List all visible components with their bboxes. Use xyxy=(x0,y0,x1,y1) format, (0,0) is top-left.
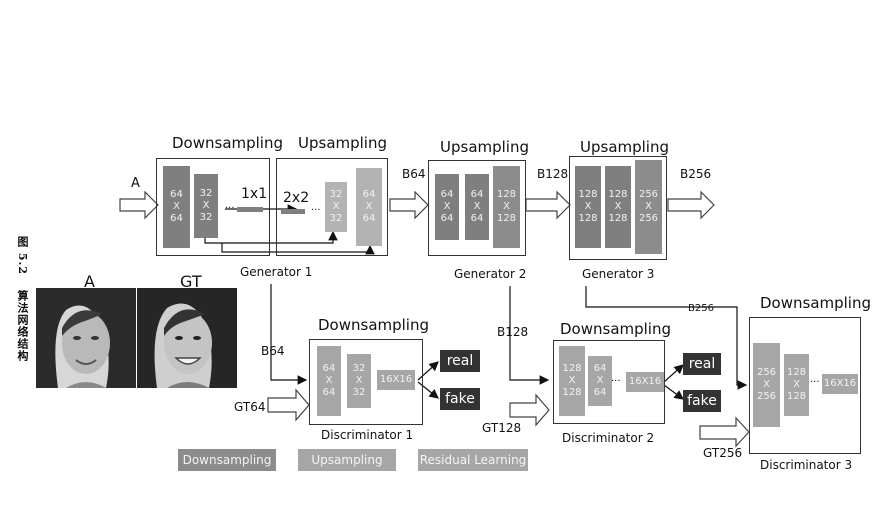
generator1-dots-right: ··· xyxy=(311,205,321,216)
discriminator2-real-output: real xyxy=(683,353,721,375)
generator1-upsampling-title: Upsampling xyxy=(298,134,388,152)
discriminator2-input-gt-label: GT128 xyxy=(482,421,522,435)
figure-title: 算法网络结构 xyxy=(16,289,29,362)
discriminator2-dots: ··· xyxy=(611,376,621,387)
legend-upsampling: Upsampling xyxy=(298,449,396,471)
discriminator1-caption: Discriminator 1 xyxy=(321,428,414,442)
generator3-output-label: B256 xyxy=(680,167,712,181)
generator2-output-label: B128 xyxy=(537,167,569,181)
generator3-title: Upsampling xyxy=(580,138,670,156)
figure-side-caption: 图 5.2 算法网络结构 xyxy=(8,236,30,406)
discriminator3-box xyxy=(749,317,861,454)
photo-a-label: A xyxy=(84,272,95,291)
discriminator3-block-3: 16X16 xyxy=(822,374,858,394)
discriminator3-input-b-label: B256 xyxy=(688,303,714,314)
legend-downsampling: Downsampling xyxy=(178,449,276,471)
generator1-2x2-label: 2x2 xyxy=(283,190,310,206)
discriminator1-real-output: real xyxy=(440,350,480,372)
discriminator2-fake-output: fake xyxy=(683,390,721,412)
generator1-downsampling-title: Downsampling xyxy=(172,134,284,152)
generator1-dots-left: ··· xyxy=(225,203,235,214)
discriminator3-dots: ··· xyxy=(810,377,820,388)
discriminator2-input-b-label: B128 xyxy=(497,325,529,339)
photo-a-image xyxy=(36,288,136,388)
generator2-box xyxy=(428,160,526,256)
discriminator2-block-3: 16X16 xyxy=(626,372,664,392)
generator3-caption: Generator 3 xyxy=(582,267,655,281)
discriminator1-block-3: 16X16 xyxy=(377,370,415,390)
discriminator2-box xyxy=(553,340,665,424)
generator1-1x1-label: 1x1 xyxy=(241,186,268,202)
generator1-2x2-bar xyxy=(281,209,305,214)
generator1-output-label: B64 xyxy=(402,167,426,181)
discriminator1-fake-output: fake xyxy=(440,388,480,410)
discriminator1-title: Downsampling xyxy=(318,316,430,334)
photo-gt-label: GT xyxy=(180,272,202,291)
generator1-1x1-bar xyxy=(237,207,263,212)
generator3-box xyxy=(569,156,667,260)
figure-number: 图 5.2 xyxy=(16,236,29,275)
generator1-caption: Generator 1 xyxy=(240,265,313,279)
discriminator2-caption: Discriminator 2 xyxy=(562,431,655,445)
photo-gt-image xyxy=(137,288,237,388)
discriminator3-input-gt-label: GT256 xyxy=(703,446,743,460)
generator1-input-label: A xyxy=(131,176,140,191)
generator1-upsampling-box xyxy=(276,158,388,256)
discriminator3-title: Downsampling xyxy=(760,294,872,312)
legend-residual-learning: Residual Learning xyxy=(418,449,528,471)
generator1-downsampling-box xyxy=(156,158,270,256)
discriminator2-title: Downsampling xyxy=(560,320,672,338)
generator2-caption: Generator 2 xyxy=(454,267,527,281)
discriminator3-caption: Discriminator 3 xyxy=(760,458,853,472)
discriminator1-box xyxy=(309,339,423,425)
generator2-title: Upsampling xyxy=(440,138,530,156)
discriminator1-input-gt-label: GT64 xyxy=(234,400,266,414)
discriminator1-input-b-label: B64 xyxy=(261,344,285,358)
